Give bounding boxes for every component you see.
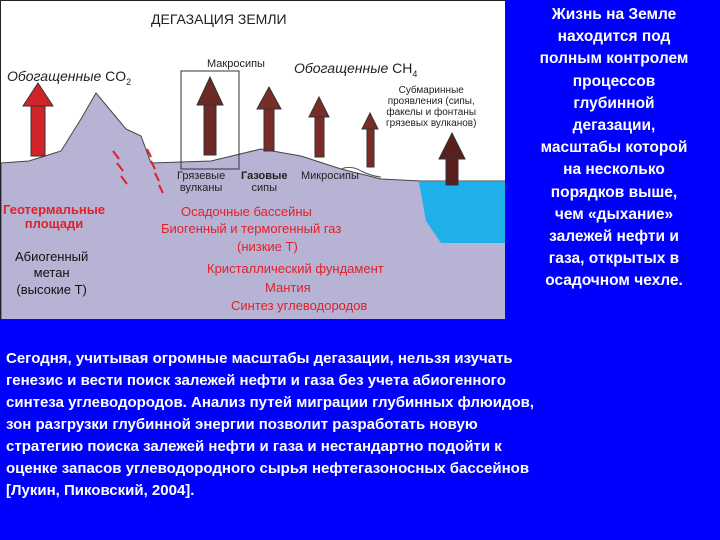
diagram-graphics	[1, 70, 505, 319]
hydrocarbon-synthesis-label: Синтез углеводородов	[231, 298, 368, 313]
surface-wave	[340, 166, 382, 178]
side-line: глубинной	[573, 94, 655, 112]
co2-formula: CO	[105, 68, 127, 84]
fault-lines	[112, 148, 164, 194]
side-line: на несколько	[563, 161, 665, 179]
abiogenic-line: метан	[33, 265, 70, 281]
side-line: чем «дыхание»	[554, 205, 674, 223]
ch4-word: Обогащенные	[294, 60, 389, 76]
macroseeps-box	[180, 70, 240, 170]
diagram-title: ДЕГАЗАЦИЯ ЗЕМЛИ	[151, 11, 287, 27]
arrow-mud-volcano	[196, 75, 224, 156]
side-line: процессов	[572, 72, 656, 90]
paragraph-line: [Лукин, Пиковский, 2004].	[6, 482, 195, 499]
paragraph-line: стратегию поиска залежей нефти и газа и …	[6, 438, 502, 455]
arrow-submarine	[438, 131, 466, 186]
side-line: полным контролем	[539, 50, 689, 68]
microseeps-label: Микросипы	[301, 170, 359, 182]
geothermal-label: Геотермальные площади	[3, 202, 106, 232]
co2-sub: 2	[126, 76, 132, 87]
crust-profile	[1, 92, 505, 319]
paragraph-line: генезис и вести поиск залежей нефти и га…	[6, 372, 506, 389]
mud-line: Грязевые	[177, 170, 226, 182]
paragraph-line: синтеза углеводородов. Анализ путей мигр…	[6, 394, 535, 411]
sea	[419, 182, 505, 243]
gas-line: Газовые	[241, 170, 288, 182]
submarine-label: Субмаринные проявления (сипы, факелы и ф…	[386, 85, 476, 129]
gas-seeps-label: Газовые сипы	[241, 170, 288, 194]
side-line: дегазации,	[572, 117, 656, 135]
side-line: газа, открытых в	[548, 250, 680, 268]
sedimentary-basins-label: Осадочные бассейны	[181, 204, 312, 219]
low-temperature-label: (низкие Т)	[237, 239, 298, 254]
submarine-line: грязевых вулканов)	[386, 118, 477, 129]
side-statement: Жизнь на Земле находится под полным конт…	[510, 4, 718, 293]
mantle-label: Мантия	[265, 280, 311, 295]
arrow-microseep-2	[361, 111, 379, 168]
geothermal-line: площади	[24, 216, 84, 232]
side-line: осадочном чехле.	[545, 272, 683, 290]
ch4-formula: CH	[392, 60, 413, 76]
arrow-microseep-1	[308, 95, 330, 158]
co2-word: Обогащенные	[7, 68, 102, 84]
side-line: Жизнь на Земле	[551, 6, 677, 23]
crystalline-basement-label: Кристаллический фундамент	[207, 261, 384, 276]
ch4-label: Обогащенные CH4	[294, 60, 418, 80]
submarine-line: проявления (сипы,	[387, 96, 475, 107]
main-paragraph: Сегодня, учитывая огромные масштабы дега…	[6, 348, 716, 502]
degassing-diagram: ДЕГАЗАЦИЯ ЗЕМЛИ Обогащенные CO2 Макросип…	[0, 0, 506, 320]
paragraph-line: зон разгрузки глубинной энергии позволит…	[6, 416, 478, 433]
side-line: залежей нефти и	[549, 228, 679, 246]
gas-line: сипы	[251, 182, 278, 195]
geothermal-line: Геотермальные	[3, 202, 106, 217]
paragraph-line: оценке запасов углеводородного сырья неф…	[6, 460, 530, 477]
mud-volcanoes-label: Грязевые вулканы	[177, 170, 225, 194]
abiogenic-methane-label: Абиогенный метан (высокие Т)	[15, 249, 88, 298]
mud-line: вулканы	[179, 182, 223, 195]
macroseeps-label: Макросипы	[207, 58, 265, 70]
submarine-line: факелы и фонтаны	[386, 107, 477, 118]
ch4-sub: 4	[412, 68, 418, 79]
abiogenic-line: Абиогенный	[15, 249, 89, 264]
side-line: порядков выше,	[550, 183, 678, 201]
paragraph-line: Сегодня, учитывая огромные масштабы дега…	[6, 350, 513, 367]
side-line: масштабы которой	[540, 139, 688, 157]
arrow-geothermal	[22, 82, 54, 157]
side-line: находится под	[557, 28, 671, 46]
submarine-line: Субмаринные	[398, 85, 464, 96]
arrow-gas-seep	[256, 85, 282, 152]
biogenic-gas-label: Биогенный и термогенный газ	[161, 221, 342, 236]
co2-label: Обогащенные CO2	[7, 68, 132, 88]
abiogenic-line: (высокие Т)	[16, 281, 87, 297]
